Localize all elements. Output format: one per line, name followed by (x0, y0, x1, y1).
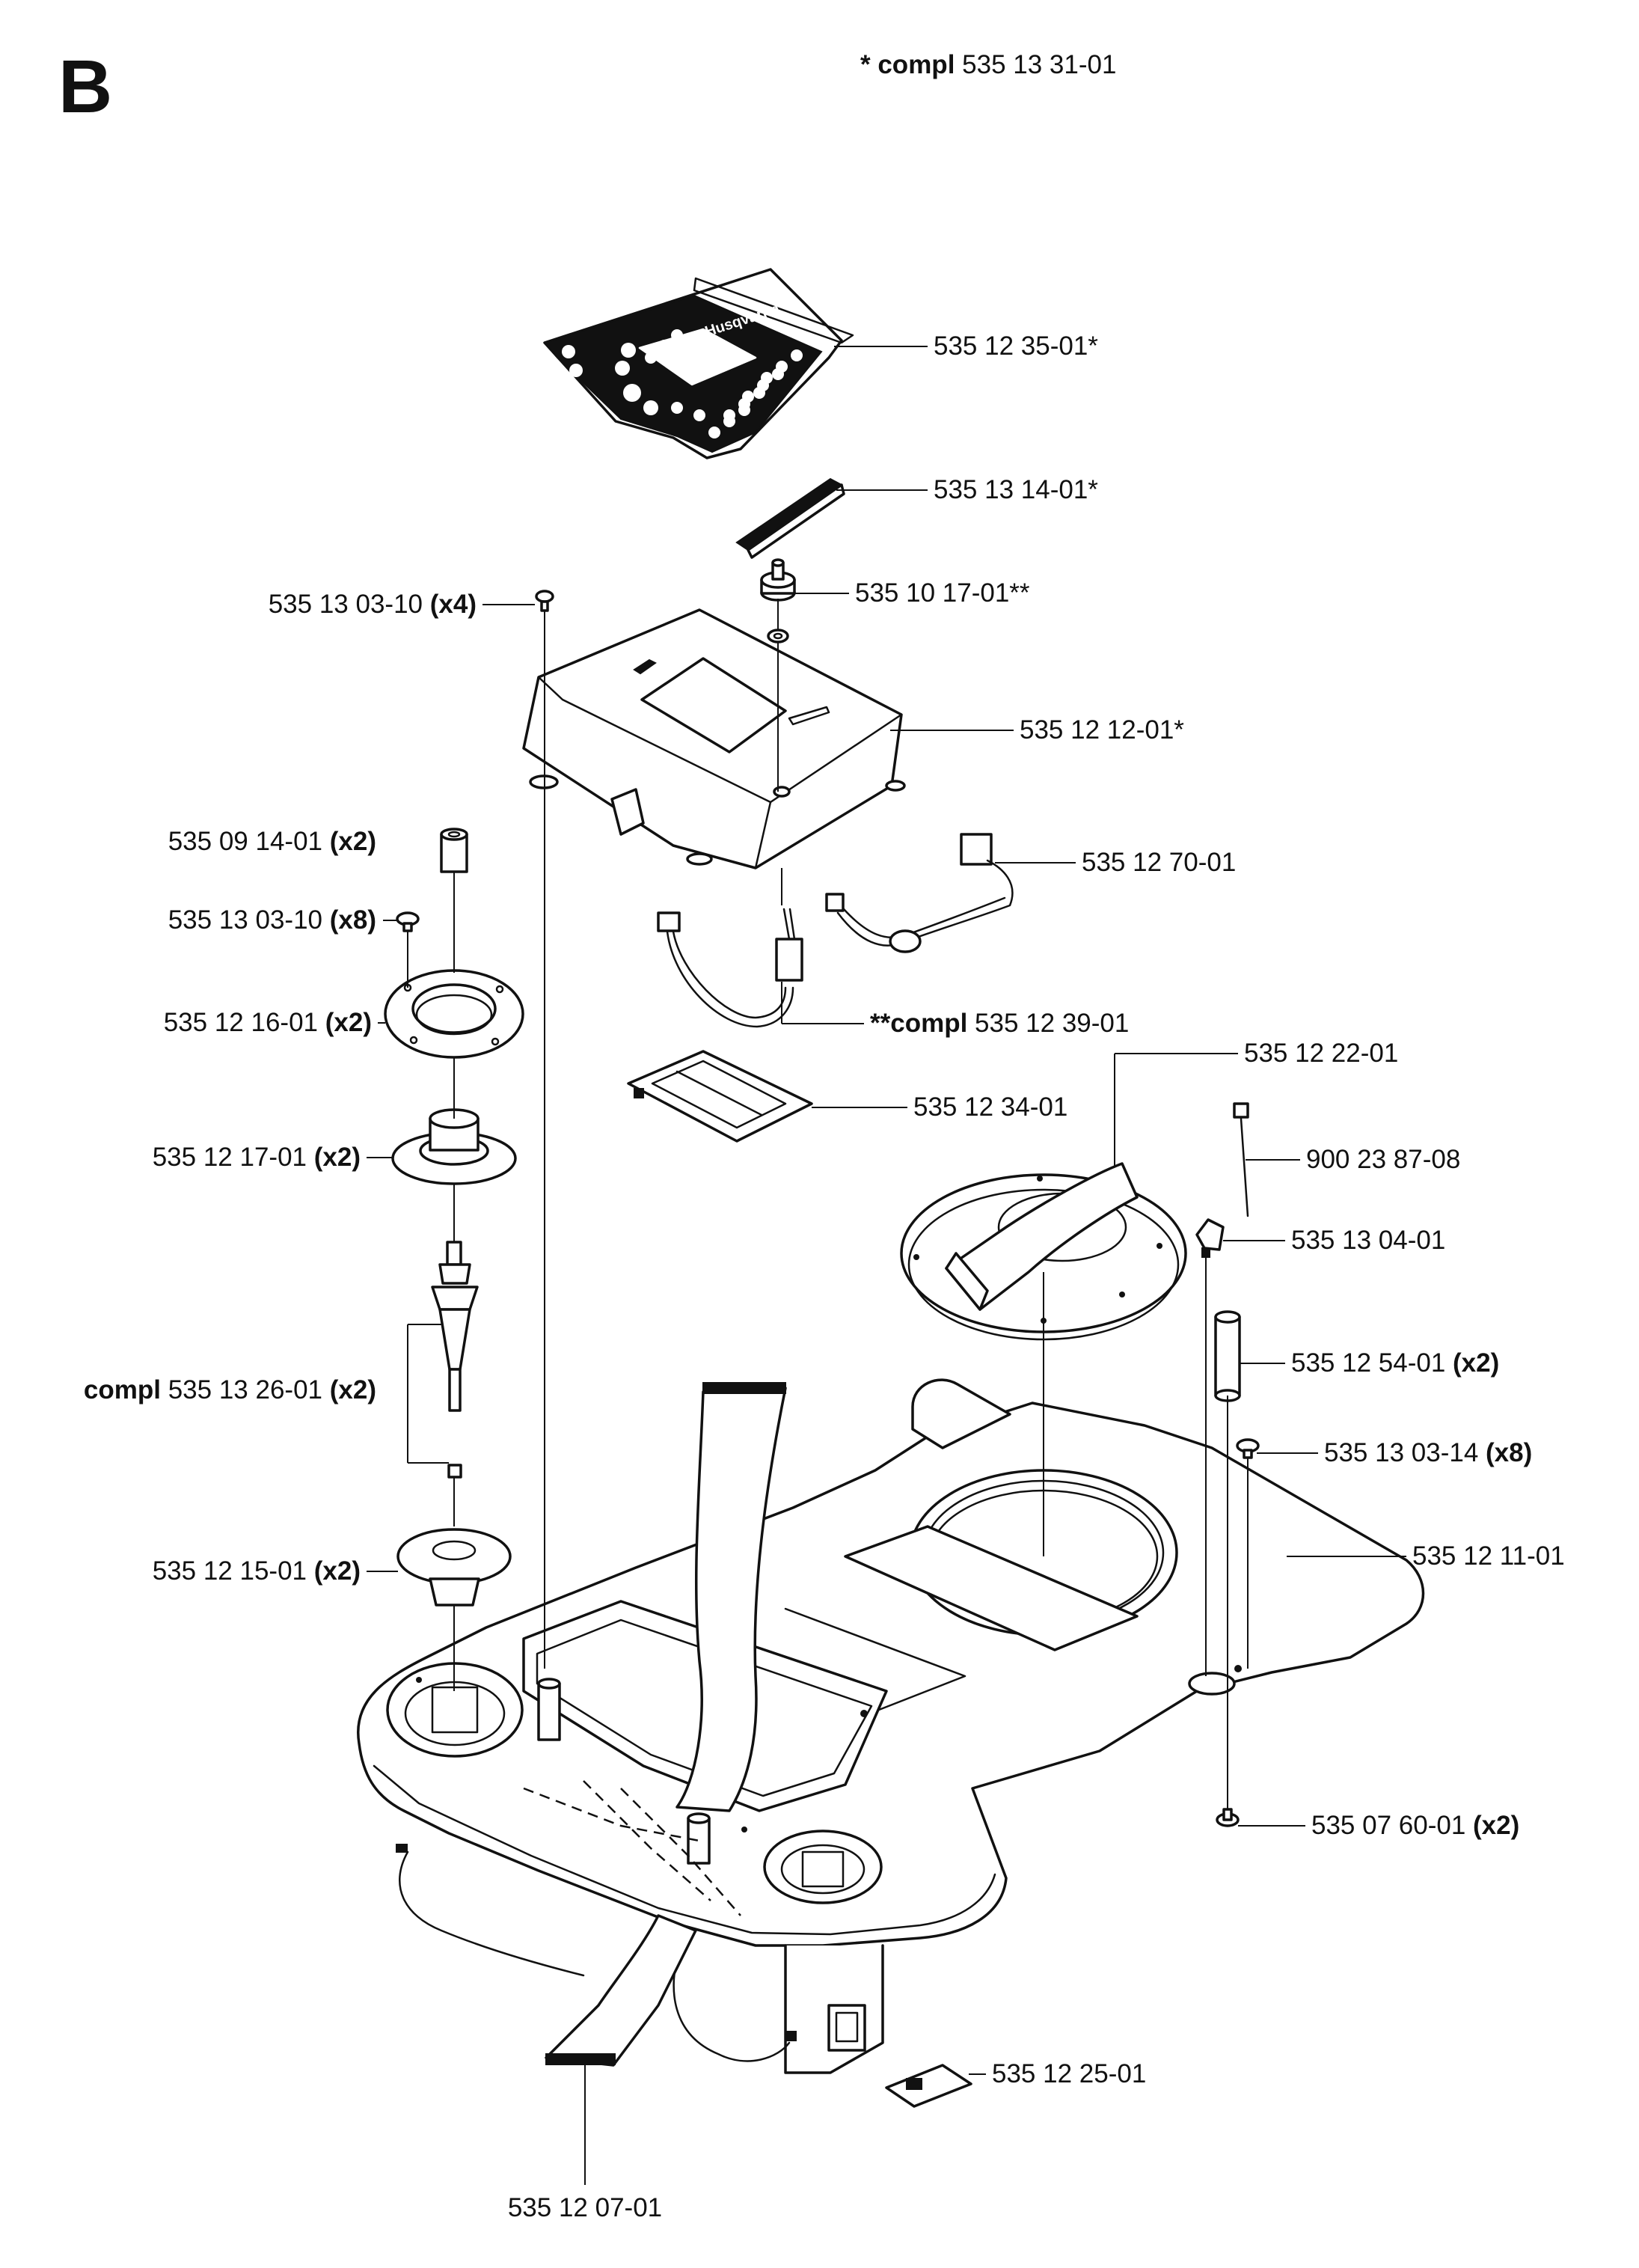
callout-c03: 535 13 03-10 (x4) (269, 590, 477, 619)
callout-c06: 535 09 14-01 (x2) (168, 827, 376, 856)
callout-c08: 535 13 03-10 (x8) (168, 905, 376, 935)
callout-c13: 535 12 17-01 (x2) (153, 1143, 361, 1172)
circuit-board (627, 1050, 813, 1143)
callout-c20: 535 12 11-01 (1412, 1541, 1565, 1571)
callout-c23: 535 12 07-01 (508, 2193, 662, 2222)
assembly-axis-lines (407, 599, 1249, 1809)
screw-top-left (535, 590, 554, 612)
keypad-overlay: Husqvarna (543, 268, 854, 459)
callout-c14: 900 23 87-08 (1306, 1145, 1460, 1174)
parts-drawing: Husqvarna (357, 268, 1425, 2108)
callout-c04: 535 10 17-01** (855, 578, 1030, 608)
callout-c19: 535 12 15-01 (x2) (153, 1556, 361, 1586)
strip-overlay (735, 477, 845, 559)
section-letter: B (58, 45, 112, 129)
callout-c11: 535 12 22-01 (1244, 1039, 1398, 1068)
pin (1233, 1102, 1249, 1217)
callout-labels: 535 12 35-01* 535 13 14-01* 535 13 03-10… (84, 331, 1565, 2222)
callout-c10: **compl 535 12 39-01 (870, 1009, 1129, 1038)
bolt (1216, 1808, 1240, 1827)
cable-harness (657, 908, 803, 1028)
callout-c17: 535 12 54-01 (x2) (1291, 1348, 1499, 1378)
support-tube (1214, 1310, 1241, 1402)
callout-c16: compl 535 13 26-01 (x2) (84, 1375, 376, 1404)
hatch-cover (900, 1162, 1187, 1341)
callout-c22: 535 12 25-01 (992, 2059, 1146, 2088)
screw-left (396, 911, 420, 932)
callout-c02: 535 13 14-01* (934, 475, 1098, 504)
bushing (391, 1108, 517, 1185)
clip (1195, 1218, 1225, 1258)
cable-clip-assembly (825, 833, 1014, 953)
screw-right (1236, 1438, 1260, 1459)
callout-c01: 535 12 35-01* (934, 331, 1098, 361)
callout-c15: 535 13 04-01 (1291, 1226, 1445, 1255)
callout-c12: 535 12 34-01 (913, 1092, 1067, 1122)
callout-c18: 535 13 03-14 (x8) (1324, 1438, 1532, 1467)
ribbon-cable (545, 1382, 787, 2067)
spacer-tube (440, 828, 468, 873)
callout-c07: 535 12 70-01 (1082, 848, 1236, 877)
callout-c21: 535 07 60-01 (x2) (1311, 1811, 1519, 1840)
flange-ring (384, 969, 524, 1059)
shaft-assembly (407, 1241, 479, 1479)
small-cover (885, 2064, 972, 2108)
chassis (357, 1378, 1425, 2074)
callout-c09: 535 12 16-01 (x2) (164, 1008, 372, 1037)
control-cover (522, 608, 906, 869)
assembly-number: * compl 535 13 31-01 (860, 50, 1116, 79)
callout-c05: 535 12 12-01* (1020, 715, 1184, 745)
cup (396, 1528, 512, 1607)
callout-leader-lines (367, 346, 1406, 2185)
